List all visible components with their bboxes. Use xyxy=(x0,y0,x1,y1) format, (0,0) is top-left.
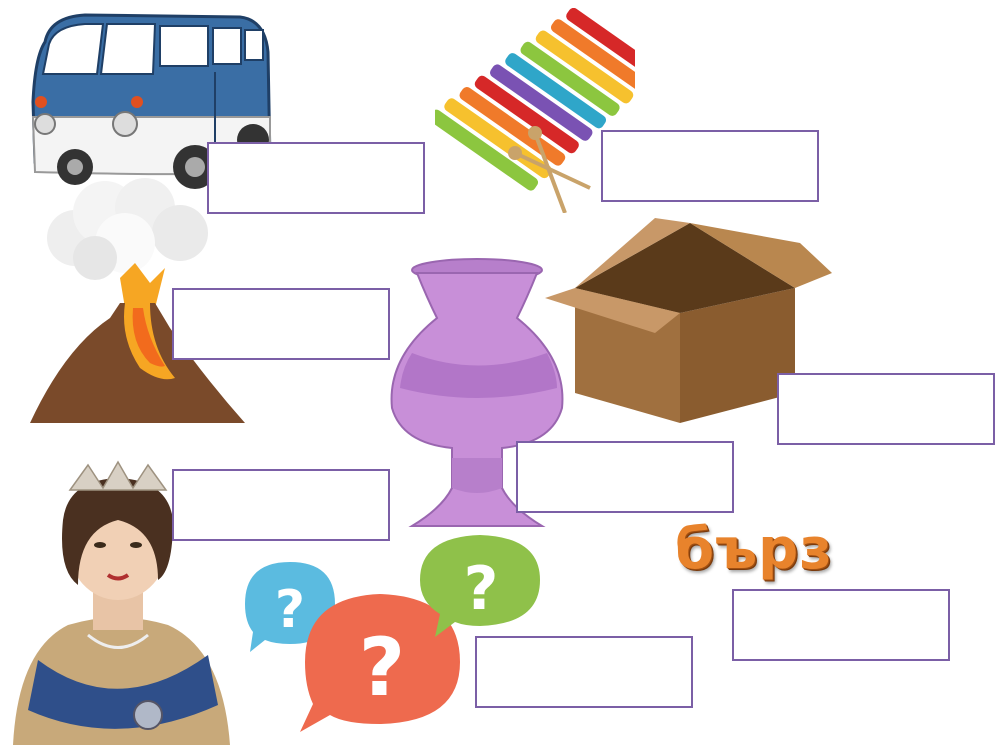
van-picture xyxy=(31,13,272,189)
question-bubbles-picture: ? ? ? xyxy=(245,535,540,732)
svg-text:?: ? xyxy=(275,580,305,640)
answer-box-xylophone[interactable] xyxy=(601,130,819,202)
answer-box-queen[interactable] xyxy=(172,469,390,541)
answer-box-van[interactable] xyxy=(207,142,425,214)
answer-box-box[interactable] xyxy=(777,373,995,445)
answer-box-questions[interactable] xyxy=(475,636,693,708)
answer-box-volcano[interactable] xyxy=(172,288,390,360)
word-card: бърз xyxy=(675,517,833,582)
vase-picture xyxy=(390,258,564,527)
svg-text:?: ? xyxy=(464,554,499,624)
queen-picture xyxy=(13,460,230,745)
answer-box-word[interactable] xyxy=(732,589,950,661)
xylophone-picture xyxy=(435,8,635,213)
volcano-picture xyxy=(30,178,245,423)
svg-text:?: ? xyxy=(359,621,405,714)
cardboard-box-picture xyxy=(545,218,832,423)
answer-box-vase[interactable] xyxy=(516,441,734,513)
